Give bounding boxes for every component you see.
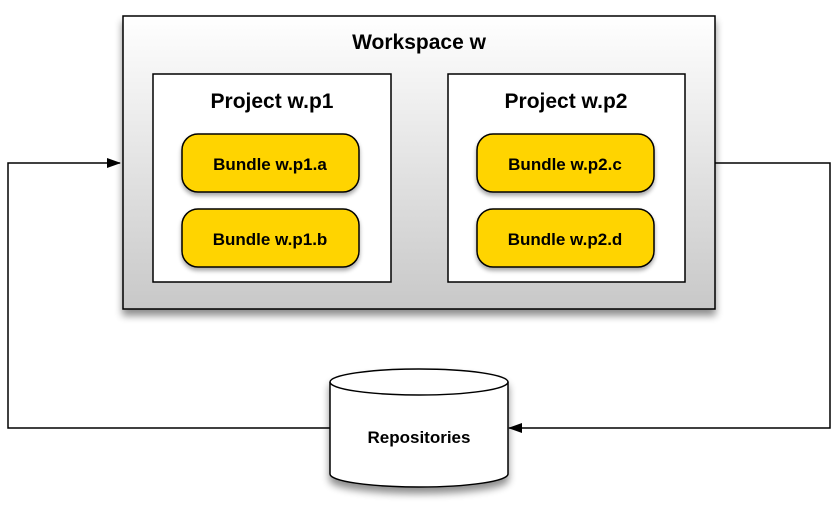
project-title-p2: Project w.p2 — [505, 90, 628, 113]
bundle-label: Bundle w.p1.b — [213, 230, 328, 249]
repositories-label: Repositories — [368, 428, 471, 447]
workspace-title: Workspace w — [352, 31, 486, 54]
bundle-w-p2-d: Bundle w.p2.d — [476, 208, 655, 268]
project-box-p2: Project w.p2 Bundle w.p2.c Bundle w.p2.d — [447, 73, 686, 283]
connectors — [7, 158, 831, 433]
project-box-p1: Project w.p1 Bundle w.p1.a Bundle w.p1.b — [152, 73, 392, 283]
project-title-p1: Project w.p1 — [211, 90, 334, 113]
bundle-shape — [476, 208, 655, 268]
connector-repositories-to-workspace — [7, 158, 330, 429]
connector-workspace-to-repositories — [508, 162, 831, 433]
bundle-w-p1-a: Bundle w.p1.a — [181, 133, 360, 193]
bundle-shape — [181, 208, 360, 268]
bundle-label: Bundle w.p2.d — [508, 230, 623, 249]
bundle-w-p1-b: Bundle w.p1.b — [181, 208, 360, 268]
cylinder-top — [329, 368, 509, 396]
repositories-cylinder: Repositories — [329, 368, 509, 488]
bundle-label: Bundle w.p2.c — [508, 155, 622, 174]
bundle-shape — [181, 133, 360, 193]
bundle-label: Bundle w.p1.a — [213, 155, 327, 174]
cylinder-body — [329, 382, 509, 488]
bundle-shape — [476, 133, 655, 193]
bundle-w-p2-c: Bundle w.p2.c — [476, 133, 655, 193]
